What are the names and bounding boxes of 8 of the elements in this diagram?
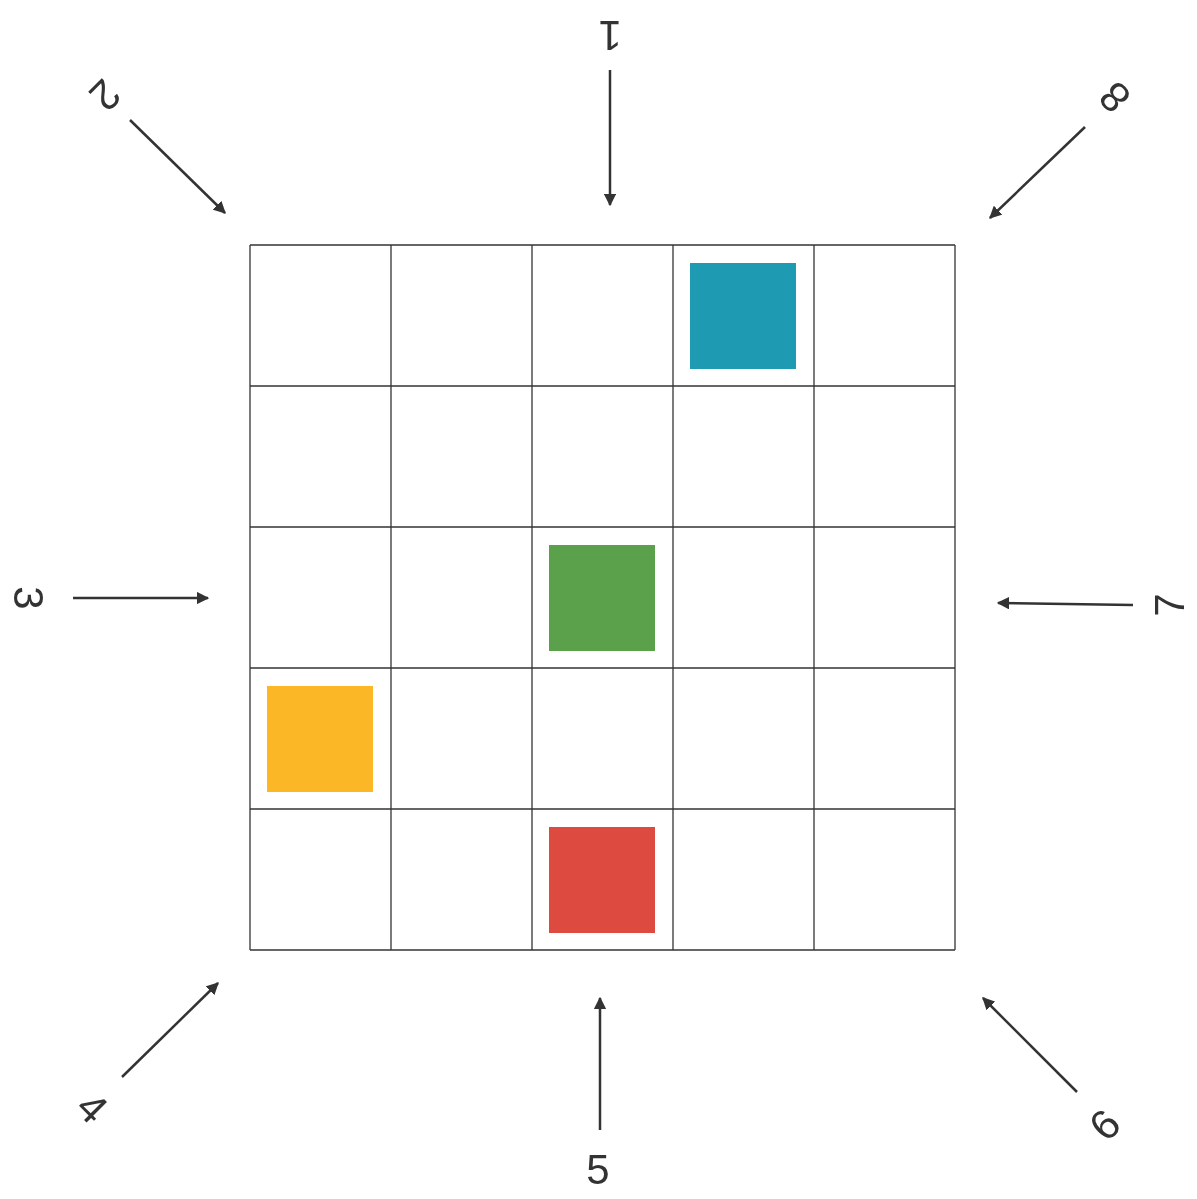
direction-number: 4 bbox=[66, 1081, 119, 1135]
direction-number: 1 bbox=[597, 14, 623, 56]
direction-number: 6 bbox=[1078, 1098, 1131, 1152]
direction-number: 5 bbox=[585, 1149, 611, 1191]
direction-number: 7 bbox=[1149, 592, 1191, 619]
direction-number: 2 bbox=[79, 69, 132, 123]
direction-number: 3 bbox=[7, 585, 49, 612]
direction-number: 8 bbox=[1088, 71, 1141, 125]
